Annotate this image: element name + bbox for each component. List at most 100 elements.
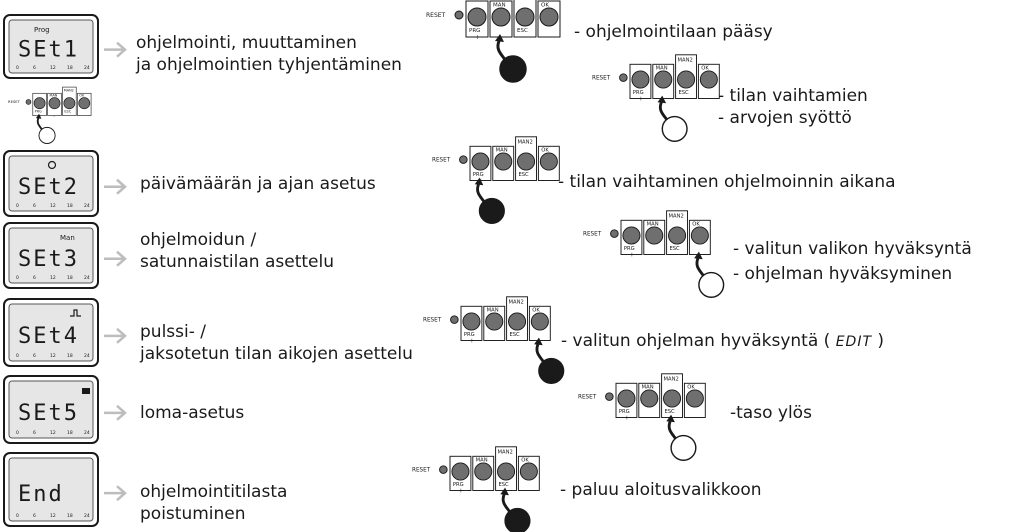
clock-icon <box>47 160 57 170</box>
pulse-icon <box>70 309 81 317</box>
desc-set4-line1: pulssi- / <box>140 322 206 342</box>
ok-button-label: OK <box>521 458 529 464</box>
finger-tap-icon <box>670 434 697 461</box>
prg-button-label: PRG <box>624 246 635 252</box>
connector-arrow <box>104 41 127 58</box>
reset-button <box>610 229 619 238</box>
man-button <box>48 97 61 110</box>
lcd-scale-tick: 24 <box>84 353 90 359</box>
lcd-scale-tick: 0 <box>16 203 19 209</box>
man-button <box>645 226 664 245</box>
suitcase-icon <box>82 388 90 394</box>
reset-label: RESET <box>583 232 602 238</box>
reset-label: RESET <box>592 76 611 82</box>
action-enter-values: - arvojen syöttö <box>718 108 852 128</box>
ok-button <box>519 462 538 481</box>
press-arrowhead <box>666 414 675 423</box>
prg-button-sub-label: + <box>630 252 635 258</box>
reset-label: RESET <box>423 318 442 324</box>
prg-button-sub-label: + <box>475 34 480 41</box>
lcd-label: End <box>18 482 64 507</box>
reset-button <box>439 465 448 474</box>
man-button-sub-label: – <box>492 338 495 344</box>
man-button-sub-label: – <box>481 488 484 494</box>
esc-button-label: ESC <box>669 246 680 252</box>
esc-button-label: ESC <box>64 110 71 114</box>
prg-button-label: PRG <box>453 482 464 488</box>
press-arrowhead <box>35 113 42 119</box>
man-button-label: MAN <box>50 94 58 98</box>
prg-button <box>462 312 481 331</box>
edit-lcd-word: EDIT <box>835 334 873 350</box>
lcd-scale-tick: 12 <box>50 275 56 281</box>
lcd-scale-tick: 24 <box>84 65 90 71</box>
reset-label: RESET <box>432 158 451 164</box>
desc-set1-line1: ohjelmointi, muuttaminen <box>136 33 357 53</box>
esc-button <box>663 389 682 408</box>
lcd-scale-tick: 24 <box>84 275 90 281</box>
desc-set2: päivämäärän ja ajan asetus <box>140 174 376 194</box>
prg-button <box>471 152 490 171</box>
man-button-sub-label: – <box>53 114 55 118</box>
action-return-home: - paluu aloitusvalikkoon <box>560 480 762 500</box>
lcd-scale-tick: 0 <box>16 275 19 281</box>
lcd-scale-tick: 0 <box>16 430 19 436</box>
reset-button <box>25 99 32 105</box>
finger-tap-icon <box>661 115 688 142</box>
lcd-mode-text: Prog <box>34 26 50 34</box>
desc-end-line2: poistuminen <box>140 504 246 524</box>
lcd-scale-tick: 18 <box>67 65 73 71</box>
ok-button-label: OK <box>541 148 549 154</box>
press-arrowhead <box>500 487 509 496</box>
esc-button <box>677 70 696 89</box>
ok-button-label: OK <box>532 308 540 314</box>
lcd-label: SEt2 <box>18 175 79 200</box>
finger-tap-icon <box>38 126 56 144</box>
man-button <box>640 389 659 408</box>
lcd-screen <box>8 155 94 212</box>
man-button-label: MAN <box>493 3 506 9</box>
connector-arrow <box>104 327 127 344</box>
prg-button-label: PRG <box>633 90 644 96</box>
desc-set4-line2: jaksotetun tilan aikojen asettelu <box>140 344 413 364</box>
lcd-label: SEt3 <box>18 247 79 272</box>
press-arrowhead <box>534 337 543 346</box>
press-arrowhead <box>657 95 667 104</box>
lcd-scale-tick: 0 <box>16 513 19 519</box>
prg-button-sub-label: + <box>470 338 475 344</box>
connector-arrow <box>104 250 127 267</box>
lcd-scale-tick: 12 <box>50 203 56 209</box>
lcd-scale-tick: 6 <box>33 275 36 281</box>
man-button <box>474 462 493 481</box>
esc-button <box>63 97 76 110</box>
desc-set1-line2: ja ohjelmointien tyhjentäminen <box>136 55 402 75</box>
man-button <box>491 7 511 27</box>
press-arrowhead <box>495 34 504 42</box>
esc-button-label: ESC <box>517 28 528 34</box>
lcd-scale-tick: 6 <box>33 203 36 209</box>
prg-button-label: PRG <box>464 332 475 338</box>
lcd-screen <box>8 380 94 439</box>
lcd-scale-tick: 18 <box>67 430 73 436</box>
lcd-scale-tick: 6 <box>33 353 36 359</box>
action-change-mode: - tilan vaihtamien <box>718 86 868 106</box>
reset-button <box>454 10 464 20</box>
esc-button <box>668 226 687 245</box>
lcd-label: SEt4 <box>18 324 79 349</box>
prg-button-sub-label: + <box>625 415 630 421</box>
reset-label: RESET <box>578 395 597 401</box>
lcd-scale-tick: 6 <box>33 513 36 519</box>
man-button-label: MAN <box>476 458 488 464</box>
press-arrowhead <box>474 177 484 186</box>
lcd-scale-tick: 18 <box>67 275 73 281</box>
